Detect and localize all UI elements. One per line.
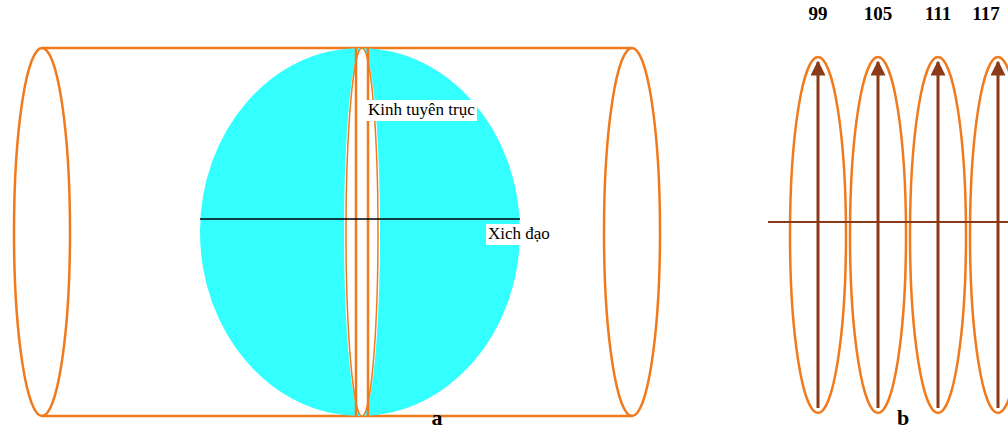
cylinder — [14, 48, 660, 416]
meridian-label: Kinh tuyên trục — [366, 100, 477, 121]
globe — [200, 48, 520, 416]
longitude-number: 105 — [864, 4, 893, 25]
part-letter: b — [897, 406, 909, 430]
longitude-number: 117 — [972, 4, 999, 25]
equator-line — [200, 218, 520, 220]
projection-zones — [790, 57, 1008, 413]
longitude-number: 111 — [925, 4, 951, 25]
longitude-number: 99 — [809, 4, 828, 25]
equator-label: Xich đạo — [486, 224, 552, 245]
part-letter: a — [432, 406, 443, 430]
meridian-arrows — [818, 62, 998, 408]
equator-line — [768, 221, 1008, 223]
